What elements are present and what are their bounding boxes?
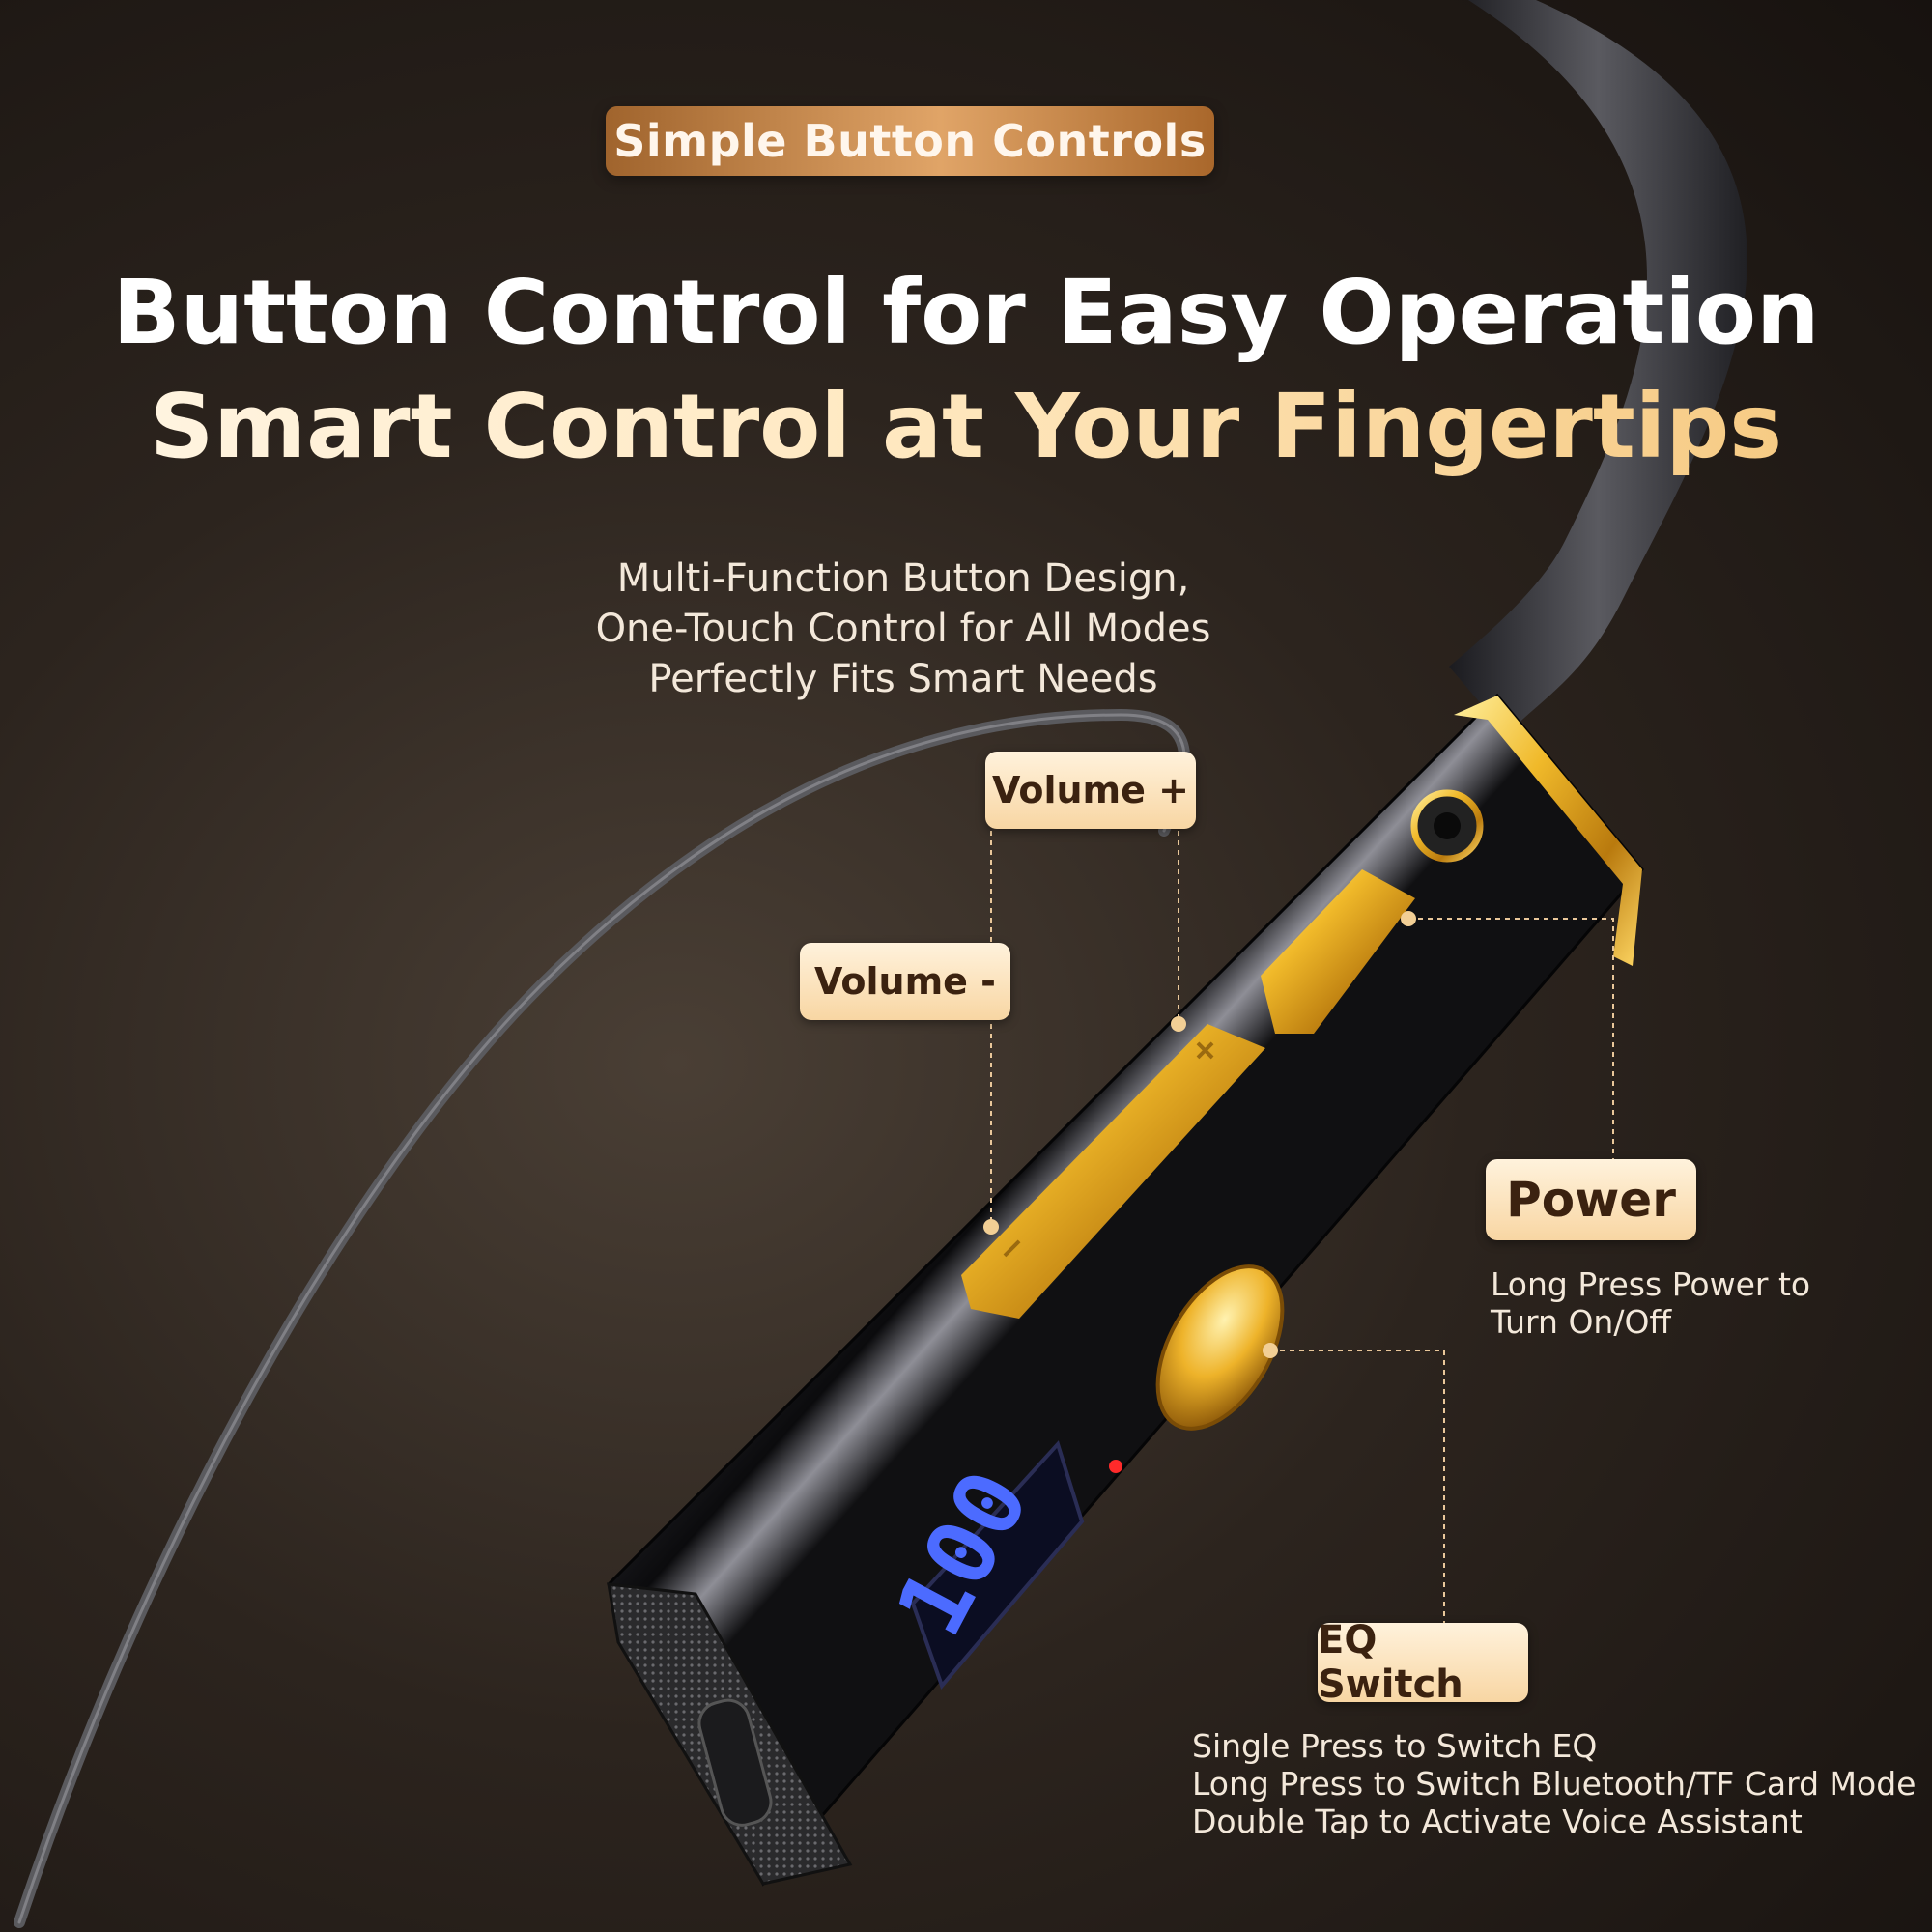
eq-desc-line: Long Press to Switch Bluetooth/TF Card M… [1192,1765,1917,1803]
power-callout: Power [1486,1159,1696,1240]
status-led [1109,1460,1122,1473]
eq-round-button [1155,1264,1285,1431]
headline-line-2: Smart Control at Your Fingertips [0,375,1932,478]
usb-c-port [697,1698,773,1827]
eq-description: Single Press to Switch EQ Long Press to … [1192,1727,1916,1840]
volume-plus-callout: Volume + [985,752,1196,829]
volume-minus-callout: Volume - [800,943,1010,1020]
subtext-line: Multi-Function Button Design, [616,556,1190,601]
top-gold-button [1261,869,1415,1034]
section-badge: Simple Button Controls [606,106,1214,176]
power-desc-line: Long Press Power to [1491,1265,1811,1303]
eq-switch-callout: EQ Switch [1318,1618,1528,1707]
subtext: Multi-Function Button Design, One-Touch … [541,554,1265,704]
power-description: Long Press Power to Turn On/Off [1491,1265,1810,1341]
volume-rocker [961,1024,1265,1319]
subtext-line: Perfectly Fits Smart Needs [648,657,1158,701]
gold-collar [1454,696,1642,966]
eq-desc-line: Single Press to Switch EQ [1192,1727,1598,1765]
subtext-line: One-Touch Control for All Modes [595,607,1211,651]
led-display [910,1440,1085,1690]
eq-desc-line: Double Tap to Activate Voice Assistant [1192,1803,1803,1840]
neckband [1449,0,1747,734]
headline-line-1: Button Control for Easy Operation [112,261,1820,364]
power-desc-line: Turn On/Off [1491,1303,1672,1341]
